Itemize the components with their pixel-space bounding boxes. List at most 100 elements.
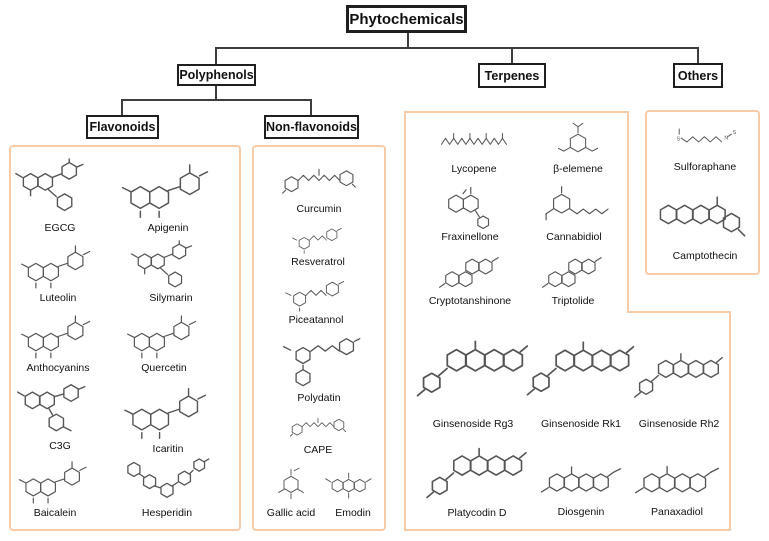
polyene-structure-icon <box>440 133 508 145</box>
flavone-structure-icon <box>21 245 91 289</box>
compound-label: C3G <box>49 440 71 452</box>
compound-label: EGCG <box>44 222 76 234</box>
compound-label: Fraxinellone <box>441 231 499 243</box>
compound-label: Cannabidiol <box>546 231 602 243</box>
compound-label: Sulforaphane <box>673 161 737 173</box>
tree-connector-line <box>407 32 409 49</box>
compound-label: Quercetin <box>141 362 187 374</box>
compound-label: Luteolin <box>39 292 77 304</box>
svg-text:N: N <box>724 135 728 141</box>
compound-label: Lycopene <box>451 163 497 175</box>
svg-text:S: S <box>733 130 737 136</box>
compound-item-cape: CAPE <box>262 408 374 457</box>
flavsugar-structure-icon <box>17 384 86 432</box>
compound-label: Ginsenoside Rh2 <box>638 418 720 430</box>
polycyclic-structure-icon <box>659 196 746 237</box>
tetracyclic-structure-icon <box>439 257 499 288</box>
svg-text:S: S <box>677 137 681 143</box>
compound-label: Silymarin <box>149 292 193 304</box>
compound-item-baicalein: Baicalein <box>12 458 98 520</box>
node-label: Non-flavonoids <box>266 120 357 134</box>
compound-item-elemene: β-elemene <box>542 120 614 176</box>
node-others: Others <box>673 63 723 88</box>
tree-connector-line <box>215 47 217 66</box>
compound-item-piceatannol: Piceatannol <box>260 274 372 327</box>
compound-item-resveratrol: Resveratrol <box>262 222 374 269</box>
node-flavonoids: Flavonoids <box>86 115 159 139</box>
steroidsugar-structure-icon <box>426 447 527 499</box>
ringchain-structure-icon <box>545 186 609 221</box>
compound-item-camptothecin: Camptothecin <box>654 186 756 264</box>
tricyclic-structure-icon <box>325 472 372 499</box>
compound-label: Ginsenoside Rk1 <box>541 418 621 430</box>
compound-label: Icaritin <box>152 443 184 455</box>
compound-label: Curcumin <box>296 203 342 215</box>
tree-connector-line <box>215 85 217 101</box>
flavonoids-panel <box>9 145 241 531</box>
compound-item-polydatin: Polydatin <box>262 336 376 405</box>
stilbenesugar-structure-icon <box>282 337 361 387</box>
compound-item-cryptotanshinone: Cryptotanshinone <box>414 248 526 308</box>
compound-item-ginsenoside-rk1: Ginsenoside Rk1 <box>524 320 638 432</box>
compound-item-quercetin: Quercetin <box>114 312 214 375</box>
steroid-structure-icon <box>634 465 720 494</box>
node-polyphenols: Polyphenols <box>177 64 256 86</box>
flavone-structure-icon <box>121 164 209 218</box>
compound-item-apigenin: Apigenin <box>118 160 218 236</box>
compound-item-panaxadiol: Panaxadiol <box>632 448 722 520</box>
tree-connector-line <box>216 47 699 49</box>
compound-label: Piceatannol <box>288 314 344 326</box>
tree-connector-line <box>122 99 312 101</box>
compound-item-gallic-acid: Gallic acid <box>260 464 322 521</box>
stilbene-structure-icon <box>292 227 342 254</box>
flav3-structure-icon <box>130 240 193 288</box>
compound-label: Triptolide <box>551 295 595 307</box>
tree-connector-line <box>121 99 123 117</box>
stilbene-structure-icon <box>285 281 345 312</box>
node-label: Flavonoids <box>89 120 156 134</box>
compound-item-cannabidiol: Cannabidiol <box>518 182 630 244</box>
compound-label: Anthocyanins <box>26 362 90 374</box>
terpenes-panel <box>404 111 731 531</box>
compound-item-luteolin: Luteolin <box>12 242 104 305</box>
compound-label: Diosgenin <box>557 506 605 518</box>
node-terpenes: Terpenes <box>478 63 546 88</box>
tree-connector-line <box>697 47 699 65</box>
tree-connector-line <box>310 99 312 117</box>
node-label: Terpenes <box>484 68 540 83</box>
compound-label: Apigenin <box>147 222 189 235</box>
compound-item-hesperidin: Hesperidin <box>104 452 230 520</box>
compound-label: Cryptotanshinone <box>428 295 512 307</box>
tree-connector-line <box>511 47 513 65</box>
compound-label: Ginsenoside Rg3 <box>432 418 514 430</box>
compound-label: Panaxadiol <box>651 506 703 518</box>
compound-label: β-elemene <box>553 162 603 175</box>
others-panel <box>645 110 760 275</box>
compound-item-fraxinellone: Fraxinellone <box>424 182 516 244</box>
compound-item-ginsenoside-rh2: Ginsenoside Rh2 <box>632 334 726 432</box>
flavone-structure-icon <box>18 461 87 504</box>
compound-label: CAPE <box>303 444 333 456</box>
steroidsugar-structure-icon <box>416 340 529 397</box>
compound-label: Hesperidin <box>141 507 193 519</box>
compound-item-diosgenin: Diosgenin <box>538 448 624 520</box>
compound-label: Camptothecin <box>672 250 738 263</box>
flavone-structure-icon <box>127 315 197 359</box>
node-phytochemicals: Phytochemicals <box>346 5 467 33</box>
node-non-flavonoids: Non-flavonoids <box>264 115 359 139</box>
ringsmall-structure-icon <box>278 467 304 500</box>
flavone-structure-icon <box>124 387 207 439</box>
compound-item-emodin: Emodin <box>322 464 384 521</box>
compound-item-curcumin: Curcumin <box>258 156 380 216</box>
tetracyclic-structure-icon <box>542 257 602 288</box>
ringbranch-structure-icon <box>557 122 599 153</box>
compound-item-c3g: C3G <box>14 382 106 454</box>
compound-label: Gallic acid <box>266 507 316 519</box>
compound-label: Resveratrol <box>291 256 345 268</box>
compound-label: Polydatin <box>297 392 341 404</box>
diaryl-structure-icon <box>282 168 356 194</box>
